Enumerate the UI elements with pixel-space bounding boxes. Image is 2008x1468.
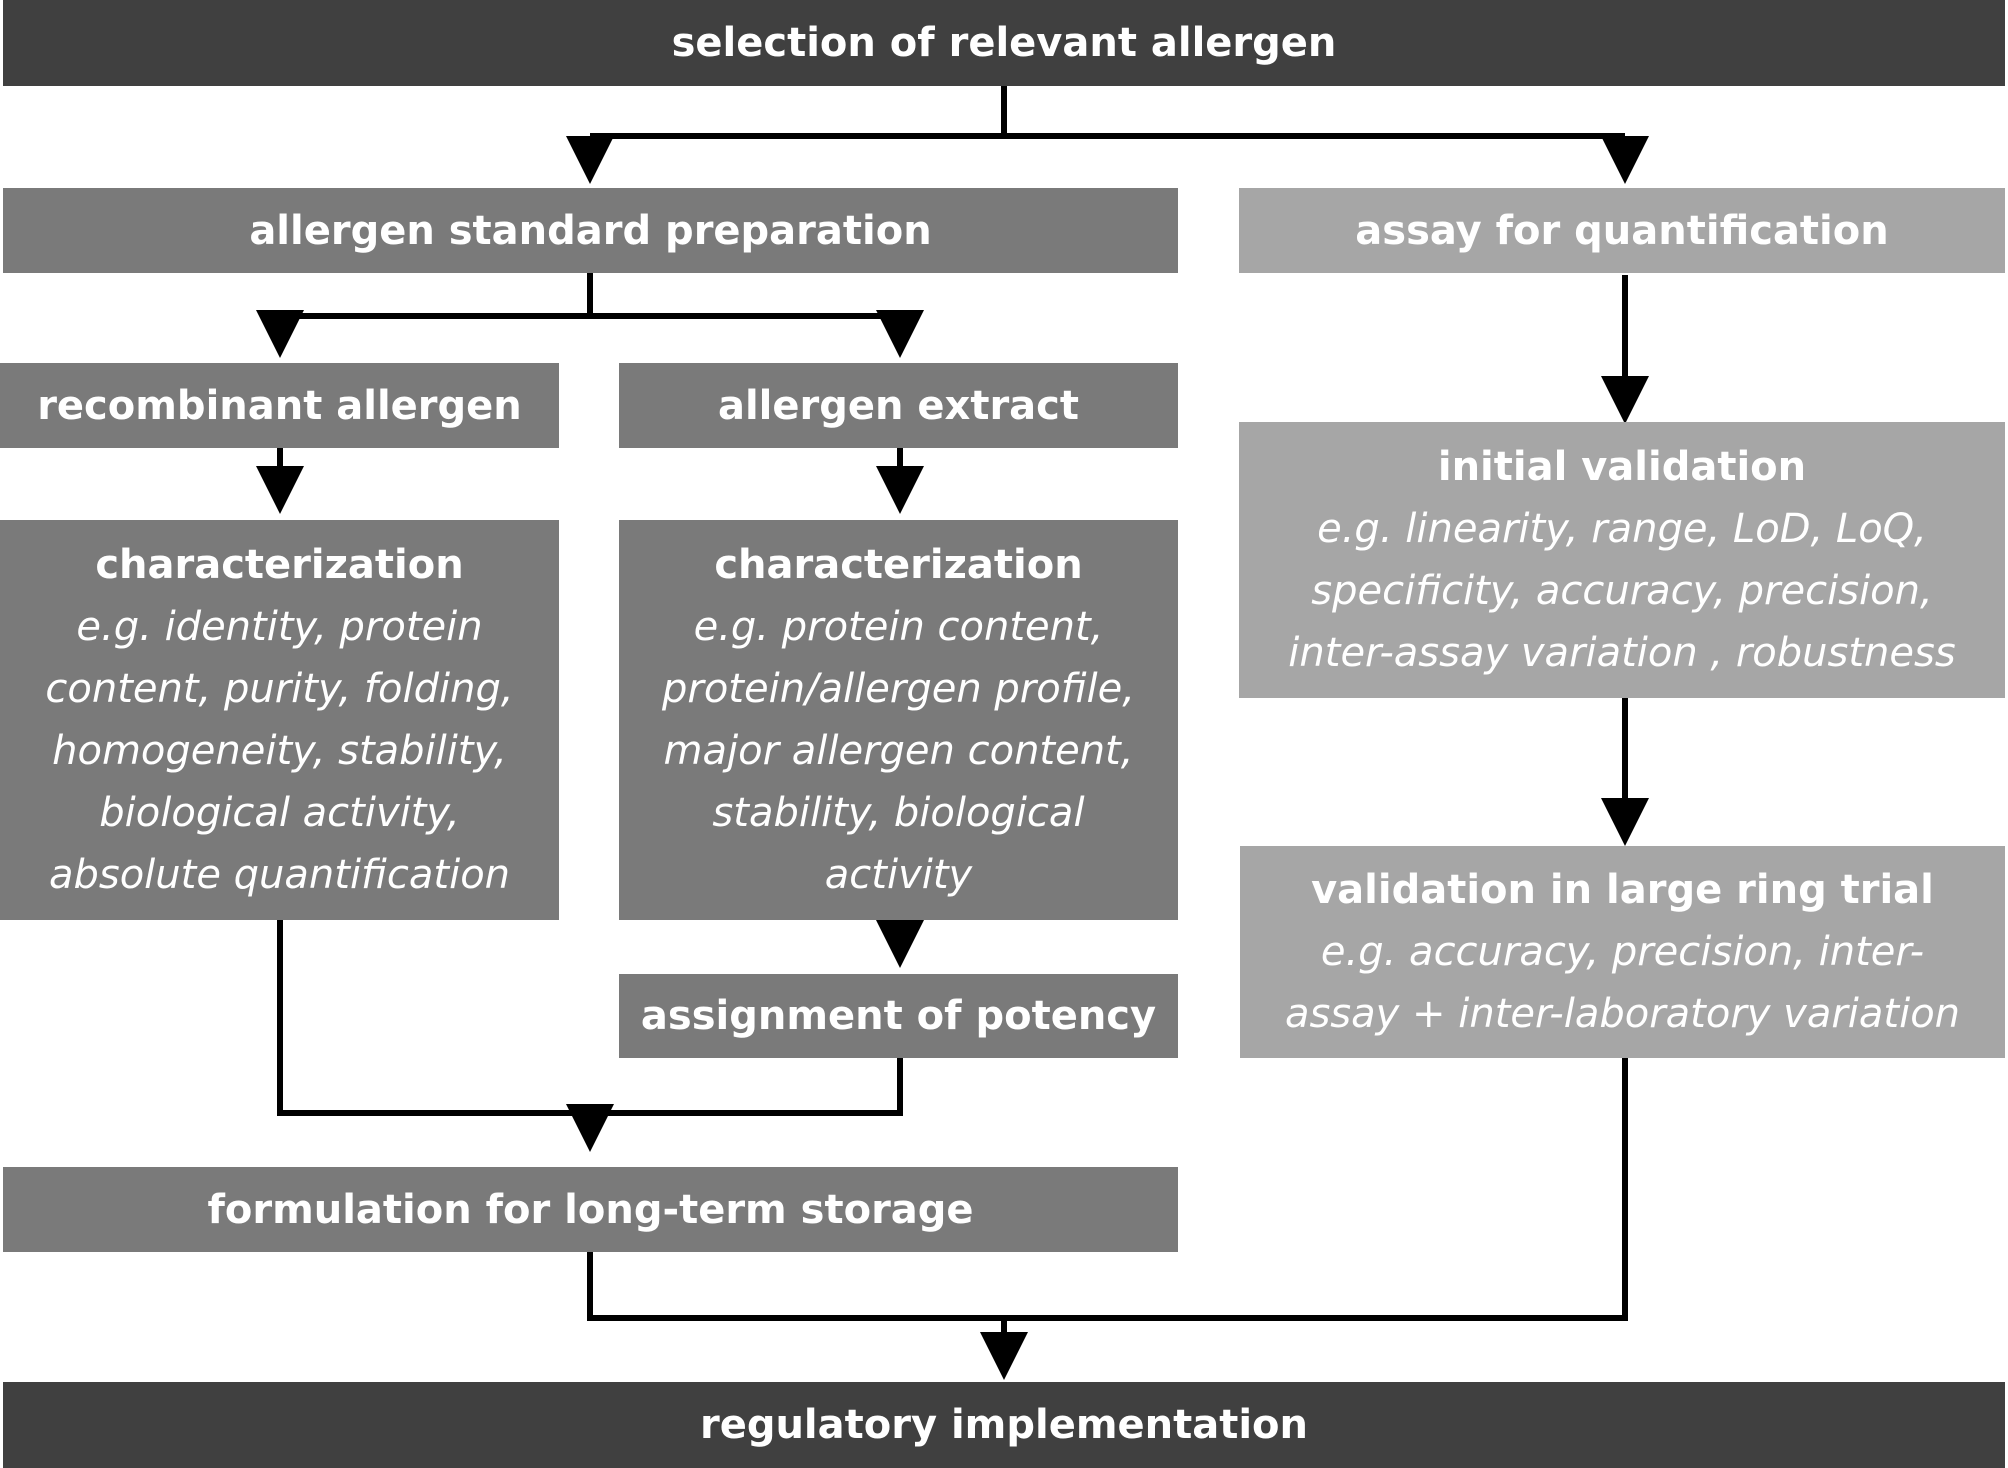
- node-regulatory-implementation: regulatory implementation: [3, 1382, 2005, 1468]
- connector-prep-split: [280, 273, 900, 319]
- connector-selection-split: [590, 86, 1625, 139]
- node-title: allergen standard preparation: [249, 207, 932, 254]
- node-title: assay for quantification: [1355, 207, 1889, 254]
- description-line: assay + inter-laboratory variation: [1284, 991, 1961, 1037]
- node-title: regulatory implementation: [699, 1402, 1309, 1448]
- node-title: characterization: [95, 542, 464, 588]
- description-line: protein/allergen profile,: [662, 666, 1135, 712]
- node-description: e.g. protein content, protein/allergen p…: [662, 596, 1135, 906]
- node-standard-preparation: allergen standard preparation: [3, 188, 1178, 273]
- description-line: biological activity,: [99, 790, 460, 836]
- description-line: absolute quantification: [48, 852, 511, 898]
- node-title: characterization: [714, 542, 1083, 588]
- description-line: major allergen content,: [663, 728, 1134, 774]
- node-selection: selection of relevant allergen: [3, 0, 2005, 86]
- node-ring-trial-validation: validation in large ring trial e.g. accu…: [1240, 846, 2005, 1058]
- node-description: e.g. linearity, range, LoD, LoQ, specifi…: [1288, 498, 1955, 684]
- node-characterization-recombinant: characterization e.g. identity, protein …: [0, 520, 559, 920]
- node-initial-validation: initial validation e.g. linearity, range…: [1239, 422, 2005, 698]
- node-description: e.g. identity, protein content, purity, …: [45, 596, 513, 906]
- description-line: stability, biological: [712, 790, 1085, 836]
- node-formulation: formulation for long-term storage: [3, 1167, 1178, 1252]
- node-title: recombinant allergen: [37, 382, 522, 429]
- description-line: inter-assay variation , robustness: [1288, 630, 1956, 676]
- description-line: e.g. linearity, range, LoD, LoQ,: [1317, 506, 1927, 552]
- node-description: e.g. accuracy, precision, inter- assay +…: [1285, 921, 1960, 1045]
- node-characterization-extract: characterization e.g. protein content, p…: [619, 520, 1178, 920]
- description-line: homogeneity, stability,: [52, 728, 507, 774]
- connector-merge-regulatory: [587, 1058, 1628, 1321]
- description-line: e.g. identity, protein: [76, 604, 483, 650]
- node-assay-quantification: assay for quantification: [1239, 188, 2005, 273]
- description-line: specificity, accuracy, precision,: [1311, 568, 1933, 614]
- description-line: e.g. accuracy, precision, inter-: [1320, 929, 1925, 975]
- node-title: allergen extract: [717, 382, 1080, 429]
- description-line: content, purity, folding,: [45, 666, 514, 712]
- node-assignment-potency: assignment of potency: [619, 974, 1178, 1058]
- node-recombinant-allergen: recombinant allergen: [0, 363, 559, 448]
- node-title: assignment of potency: [640, 993, 1157, 1039]
- node-title: validation in large ring trial: [1311, 867, 1934, 913]
- node-allergen-extract: allergen extract: [619, 363, 1178, 448]
- node-title: selection of relevant allergen: [671, 20, 1337, 66]
- description-line: e.g. protein content,: [693, 604, 1104, 650]
- description-line: activity: [824, 852, 973, 898]
- node-title: initial validation: [1437, 444, 1807, 490]
- node-title: formulation for long-term storage: [207, 1186, 974, 1233]
